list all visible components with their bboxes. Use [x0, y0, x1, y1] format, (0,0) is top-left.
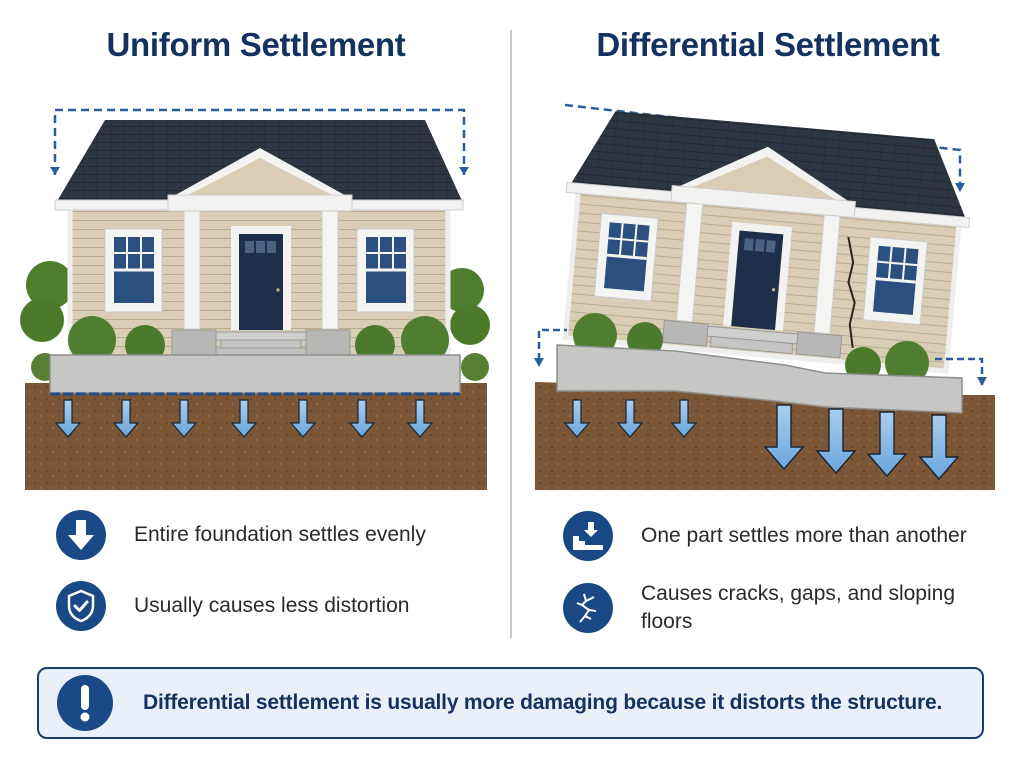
large-settlement-arrows — [763, 404, 960, 481]
stairs-arrow-down-icon — [563, 511, 613, 561]
small-settlement-arrows — [563, 399, 698, 438]
differential-settlement-title: Differential Settlement — [596, 26, 940, 63]
exclamation-icon — [57, 675, 113, 731]
differential-settlement-illustration — [525, 95, 1005, 495]
crack-icon — [563, 583, 613, 633]
bullet-text: One part settles more than another — [641, 524, 967, 547]
bullet-differential-uneven: One part settles more than another — [563, 511, 967, 561]
bullet-text: Causes cracks, gaps, and sloping floors — [641, 582, 956, 633]
bullet-text: Entire foundation settles evenly — [134, 523, 426, 546]
summary-callout: Differential settlement is usually more … — [37, 667, 984, 739]
uniform-settlement-illustration — [20, 95, 500, 495]
callout-text: Differential settlement is usually more … — [143, 691, 943, 714]
settlement-arrows — [54, 399, 434, 438]
panel-divider — [510, 30, 512, 638]
arrow-down-icon — [56, 510, 106, 560]
uniform-settlement-title: Uniform Settlement — [106, 26, 406, 63]
bullet-uniform-evenly: Entire foundation settles evenly — [56, 510, 426, 560]
soil — [25, 383, 487, 490]
wall-crack — [847, 236, 856, 348]
bullet-differential-cracks: Causes cracks, gaps, and sloping floors — [563, 580, 961, 636]
window-right — [356, 228, 415, 313]
window-left — [104, 228, 163, 313]
bullet-text: Usually causes less distortion — [134, 594, 410, 617]
shield-check-icon — [56, 581, 106, 631]
bullet-uniform-less-distortion: Usually causes less distortion — [56, 581, 409, 631]
